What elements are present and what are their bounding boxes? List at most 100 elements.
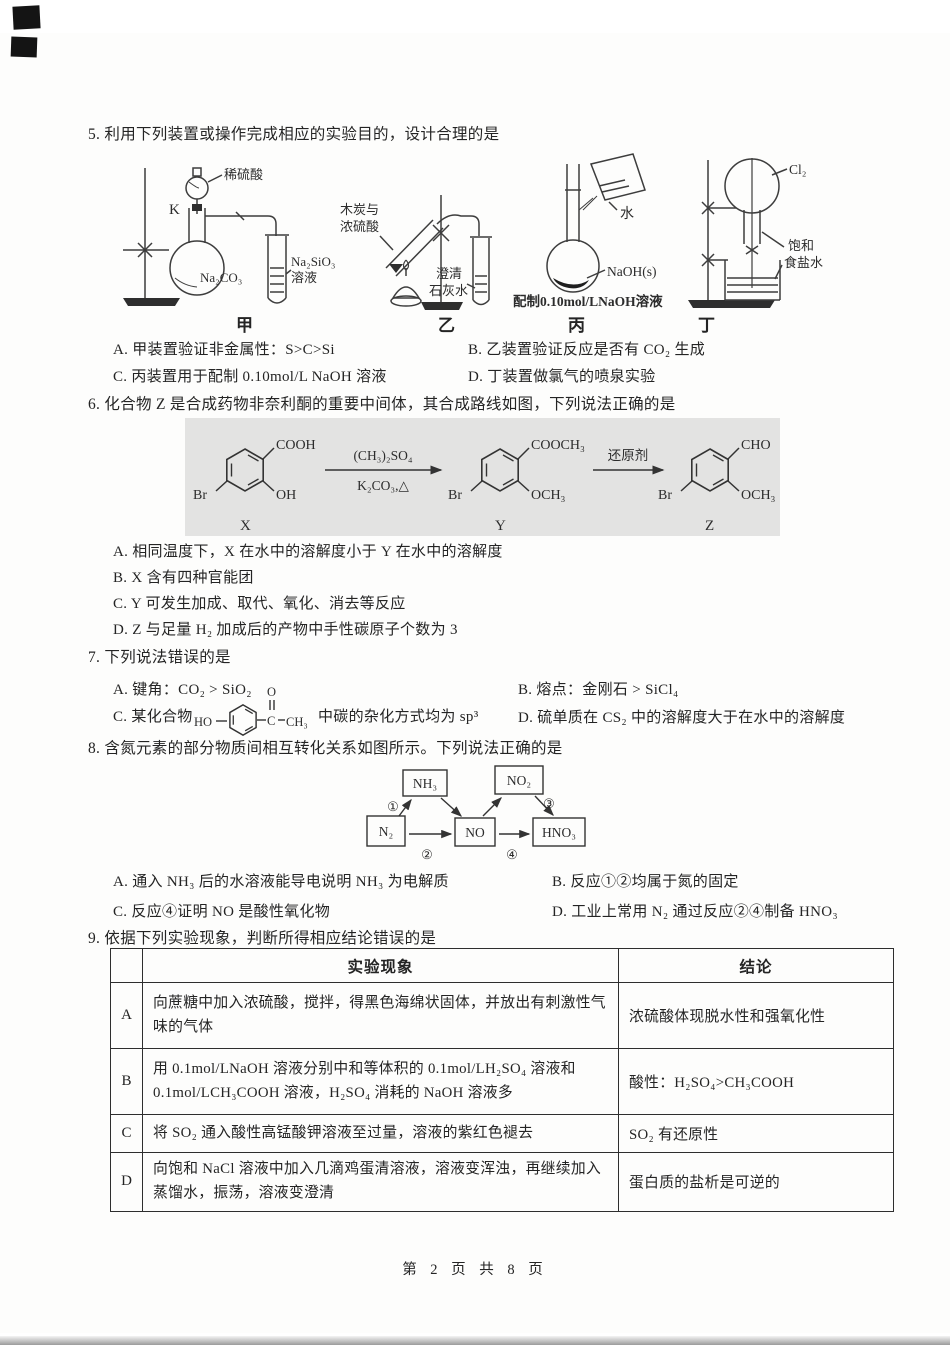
- reaction-3-label: ③: [543, 796, 555, 811]
- q7-stem: 7. 下列说法错误的是: [88, 649, 231, 666]
- q9-row-c-label: C: [110, 1114, 143, 1153]
- page-number: 第 2 页 共 8 页: [402, 1262, 548, 1278]
- ding-brine-label-2: 食盐水: [784, 255, 823, 270]
- q5-option-d: D. 丁装置做氯气的喷泉实验: [468, 369, 656, 385]
- jia-tube-label-2: 溶液: [291, 270, 317, 285]
- q9-stem: 9. 依据下列实验现象，判断所得相应结论错误的是: [88, 930, 437, 947]
- yi-lime-label-2: 石灰水: [429, 283, 468, 298]
- structure-c-label: C: [267, 714, 275, 728]
- yi-fuel-label-2: 浓硫酸: [340, 219, 379, 234]
- z-substituent-left: Br: [658, 488, 672, 503]
- q9-table-header-row: 实验现象 结论: [110, 948, 894, 983]
- arrow1-reagent-bottom: K₂CO₃,△: [357, 478, 409, 493]
- bing-naoh-label: NaOH(s): [607, 264, 657, 279]
- q8-option-d: D. 工业上常用 N₂ 通过反应②④制备 HNO₃: [552, 904, 838, 920]
- q9-header-conclusion: 结论: [618, 948, 894, 983]
- q8-option-b: B. 反应①②均属于氮的固定: [552, 874, 739, 890]
- q9-row-b-phenomenon: 用 0.1mol/LNaOH 溶液分别中和等体积的 0.1mol/LH₂SO₄ …: [142, 1048, 619, 1115]
- apparatus-yi-caption: 乙: [438, 316, 456, 335]
- q9-row-b-label: B: [110, 1048, 143, 1115]
- q6-option-c: C. Y 可发生加成、取代、氧化、消去等反应: [113, 596, 406, 612]
- structure-ch3-label: CH₃: [286, 715, 308, 729]
- q7-option-d: D. 硫单质在 CS₂ 中的溶解度大于在水中的溶解度: [518, 710, 846, 726]
- apparatus-jia-caption: 甲: [236, 316, 254, 335]
- compound-z-label: Z: [705, 518, 714, 534]
- apparatus-bing-diagram: 水 NaOH(s) 配制0.10mol/LNaOH溶液: [513, 153, 663, 309]
- apparatus-yi-diagram: 木炭与 浓硫酸 澄清 石灰水: [340, 195, 492, 310]
- node-nh3: NH₃: [413, 776, 437, 791]
- reaction-4-label: ④: [506, 847, 518, 862]
- q9-table: 实验现象 结论 A 向蔗糖中加入浓硫酸，搅拌，得黑色海绵状固体，并放出有刺激性气…: [110, 948, 894, 1212]
- q9-header-blank: [110, 948, 143, 983]
- q6-option-b: B. X 含有四种官能团: [113, 570, 254, 586]
- node-hno3: HNO₃: [542, 825, 576, 840]
- z-substituent-right: OCH₃: [741, 488, 776, 503]
- q9-row-c: C 将 SO₂ 通入酸性高锰酸钾溶液至过量，溶液的紫红色褪去 SO₂ 有还原性: [110, 1114, 894, 1153]
- yi-fuel-label-1: 木炭与: [340, 202, 379, 217]
- arrow2-reagent: 还原剂: [608, 448, 649, 463]
- q5-stem: 5. 利用下列装置或操作完成相应的实验目的，设计合理的是: [88, 126, 500, 143]
- q6-option-a: A. 相同温度下，X 在水中的溶解度小于 Y 在水中的溶解度: [113, 544, 503, 560]
- q8-option-c: C. 反应④证明 NO 是酸性氧化物: [113, 904, 331, 920]
- q7-option-b: B. 熔点：金刚石 > SiCl₄: [518, 682, 679, 698]
- q9-row-a-conclusion: 浓硫酸体现脱水性和强氧化性: [618, 982, 894, 1049]
- q7-option-c-suffix: 中碳的杂化方式均为 sp³: [318, 709, 479, 725]
- q6-stem: 6. 化合物 Z 是合成药物非奈利酮的重要中间体，其合成路线如图，下列说法正确的…: [88, 396, 676, 413]
- z-substituent-top: CHO: [741, 438, 771, 453]
- q9-row-d-phenomenon: 向饱和 NaCl 溶液中加入几滴鸡蛋清溶液，溶液变浑浊，再继续加入蒸馏水，振荡，…: [142, 1152, 619, 1212]
- structure-ho-label: HO: [194, 715, 212, 729]
- scan-bottom-edge: [0, 1336, 950, 1345]
- q7-option-a: A. 键角：CO₂ > SiO₂: [113, 682, 252, 698]
- q9-row-b: B 用 0.1mol/LNaOH 溶液分别中和等体积的 0.1mol/LH₂SO…: [110, 1048, 894, 1115]
- apparatus-ding-caption: 丁: [698, 316, 716, 335]
- q6-reaction-scheme: COOH OH Br X (CH₃)₂SO₄ K₂CO₃,△ COOCH₃ OC…: [193, 438, 776, 534]
- q9-row-a: A 向蔗糖中加入浓硫酸，搅拌，得黑色海绵状固体，并放出有刺激性气味的气体 浓硫酸…: [110, 982, 894, 1049]
- x-substituent-left: Br: [193, 488, 207, 503]
- apparatus-ding-diagram: Cl₂ 饱和 食盐水: [688, 158, 823, 308]
- y-substituent-right: OCH₃: [531, 488, 566, 503]
- node-no: NO: [465, 825, 485, 840]
- q8-option-a: A. 通入 NH₃ 后的水溶液能导电说明 NH₃ 为电解质: [113, 874, 449, 890]
- q9-row-c-conclusion: SO₂ 有还原性: [618, 1114, 894, 1153]
- apparatus-jia-diagram: K 稀硫酸 Na₂CO₃ Na₂SiO₃ 溶液: [123, 167, 335, 306]
- jia-acid-label: 稀硫酸: [224, 167, 263, 182]
- ding-gas-label: Cl₂: [789, 162, 806, 177]
- bing-water-label: 水: [620, 206, 634, 222]
- x-substituent-right: OH: [276, 488, 296, 503]
- q7-option-c-prefix: C. 某化合物: [113, 709, 193, 725]
- compound-x-label: X: [240, 518, 251, 534]
- q9-row-a-label: A: [110, 982, 143, 1049]
- y-substituent-top: COOCH₃: [531, 438, 585, 453]
- scan-artifact-2: [10, 36, 38, 58]
- x-substituent-top: COOH: [276, 438, 316, 453]
- jia-flask-label: Na₂CO₃: [200, 270, 242, 285]
- reaction-2-label: ②: [421, 847, 433, 862]
- ding-brine-label-1: 饱和: [788, 238, 814, 253]
- q5-option-b: B. 乙装置验证反应是否有 CO₂ 生成: [468, 342, 706, 358]
- y-substituent-left: Br: [448, 488, 462, 503]
- node-no2: NO₂: [507, 773, 531, 788]
- structure-o-label: O: [267, 685, 276, 699]
- q8-conversion-diagram: NH₃ NO₂ N₂ NO HNO₃ ① ② ③ ④: [366, 765, 586, 862]
- scan-artifact-1: [12, 5, 41, 30]
- q9-row-d-label: D: [110, 1152, 143, 1212]
- q9-row-c-phenomenon: 将 SO₂ 通入酸性高锰酸钾溶液至过量，溶液的紫红色褪去: [142, 1114, 619, 1153]
- jia-valve-label: K: [169, 202, 180, 218]
- q8-stem: 8. 含氮元素的部分物质间相互转化关系如图所示。下列说法正确的是: [88, 740, 563, 757]
- q6-option-d: D. Z 与足量 H₂ 加成后的产物中手性碳原子个数为 3: [113, 622, 458, 638]
- q5-option-a: A. 甲装置验证非金属性：S>C>Si: [113, 342, 335, 358]
- reaction-1-label: ①: [387, 799, 399, 814]
- q5-option-c: C. 丙装置用于配制 0.10mol/L NaOH 溶液: [113, 369, 387, 385]
- arrow1-reagent-top: (CH₃)₂SO₄: [353, 448, 412, 463]
- q9-header-phenomenon: 实验现象: [142, 948, 619, 983]
- q9-row-d: D 向饱和 NaCl 溶液中加入几滴鸡蛋清溶液，溶液变浑浊，再继续加入蒸馏水，振…: [110, 1152, 894, 1212]
- q9-row-a-phenomenon: 向蔗糖中加入浓硫酸，搅拌，得黑色海绵状固体，并放出有刺激性气味的气体: [142, 982, 619, 1049]
- compound-y-label: Y: [495, 518, 506, 534]
- apparatus-bing-caption: 丙: [568, 316, 586, 335]
- node-n2: N₂: [379, 824, 393, 839]
- q7-option-c-structure: HO O C CH₃: [194, 685, 308, 736]
- q9-row-b-conclusion: 酸性：H₂SO₄>CH₃COOH: [618, 1048, 894, 1115]
- q9-row-d-conclusion: 蛋白质的盐析是可逆的: [618, 1152, 894, 1212]
- yi-lime-label-1: 澄清: [436, 266, 462, 281]
- jia-tube-label-1: Na₂SiO₃: [291, 254, 335, 269]
